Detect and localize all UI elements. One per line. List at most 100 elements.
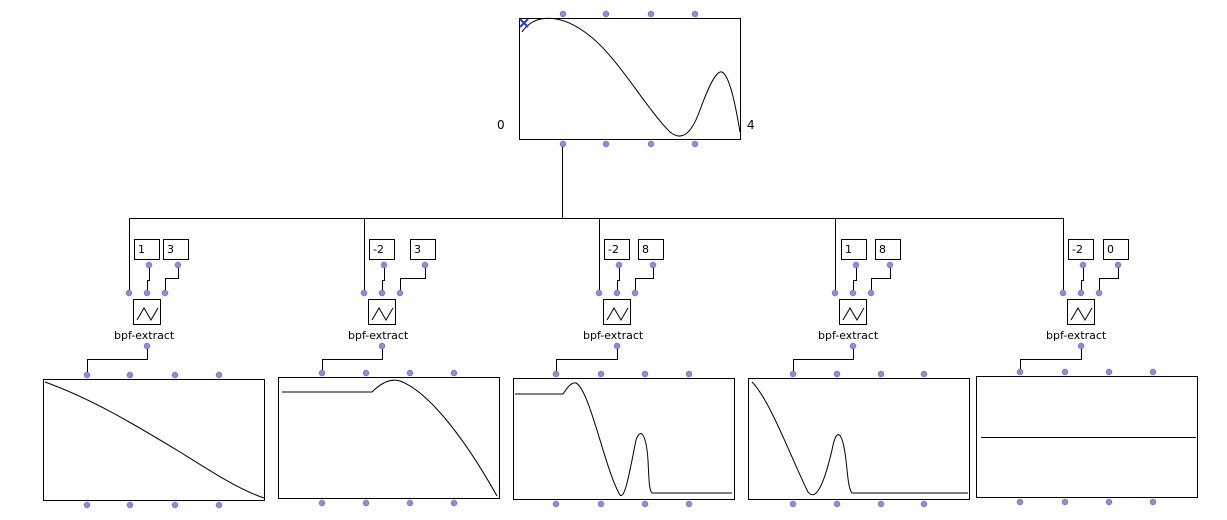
extract-4-start-outlet[interactable] bbox=[852, 261, 860, 269]
result-bpf-2-inlet-4[interactable] bbox=[450, 369, 458, 377]
extract-4-start-input[interactable]: 1 bbox=[841, 239, 867, 260]
extract-4-outlet[interactable] bbox=[849, 342, 857, 350]
bpf-wave-icon[interactable] bbox=[133, 299, 161, 325]
result-bpf-5-inlet-1[interactable] bbox=[1016, 368, 1024, 376]
result-bpf-4-inlet-1[interactable] bbox=[789, 370, 797, 378]
result-bpf-1[interactable] bbox=[43, 379, 265, 501]
result-bpf-1-inlet-1[interactable] bbox=[83, 371, 91, 379]
result-bpf-1-outlet-4[interactable] bbox=[215, 501, 223, 509]
result-bpf-1-outlet-1[interactable] bbox=[83, 501, 91, 509]
main-bpf-inlet-2[interactable] bbox=[602, 10, 610, 18]
extract-3-result-wire[interactable] bbox=[556, 346, 618, 374]
result-bpf-5[interactable] bbox=[976, 376, 1198, 498]
extract-2-start-wire[interactable] bbox=[382, 265, 385, 293]
extract-4-start-wire[interactable] bbox=[853, 265, 857, 293]
extract-1-result-wire[interactable] bbox=[87, 346, 148, 375]
result-bpf-4-outlet-3[interactable] bbox=[877, 500, 885, 508]
extract-2-start-outlet[interactable] bbox=[380, 261, 388, 269]
result-bpf-4-inlet-3[interactable] bbox=[877, 370, 885, 378]
result-bpf-2-inlet-2[interactable] bbox=[362, 369, 370, 377]
extract-1-inlet-1[interactable] bbox=[125, 289, 133, 297]
extract-1-end-wire[interactable] bbox=[165, 265, 179, 293]
extract-1-inlet-2[interactable] bbox=[143, 289, 151, 297]
extract-3-outlet[interactable] bbox=[613, 342, 621, 350]
result-bpf-2-inlet-1[interactable] bbox=[318, 369, 326, 377]
main-bpf-inlet-4[interactable] bbox=[691, 10, 699, 18]
result-bpf-4-outlet-1[interactable] bbox=[789, 500, 797, 508]
result-bpf-1-inlet-3[interactable] bbox=[171, 371, 179, 379]
extract-5-start-input[interactable]: -2 bbox=[1068, 239, 1094, 260]
bpf-wave-icon[interactable] bbox=[603, 299, 631, 325]
result-bpf-3-inlet-2[interactable] bbox=[597, 370, 605, 378]
result-bpf-4-inlet-4[interactable] bbox=[920, 370, 928, 378]
x-cross-icon[interactable] bbox=[519, 18, 529, 28]
result-bpf-5-inlet-4[interactable] bbox=[1149, 368, 1157, 376]
result-bpf-3-outlet-1[interactable] bbox=[552, 500, 560, 508]
result-bpf-3-outlet-3[interactable] bbox=[641, 500, 649, 508]
extract-2-end-wire[interactable] bbox=[400, 265, 426, 293]
extract-5-result-wire[interactable] bbox=[1020, 346, 1082, 372]
result-bpf-3-inlet-1[interactable] bbox=[552, 370, 560, 378]
extract-2-inlet-1[interactable] bbox=[360, 289, 368, 297]
extract-1-start-wire[interactable] bbox=[147, 265, 150, 293]
result-bpf-4[interactable] bbox=[748, 378, 970, 500]
main-bpf-inlet-1[interactable] bbox=[559, 10, 567, 18]
result-bpf-5-outlet-3[interactable] bbox=[1105, 498, 1113, 506]
extract-5-outlet[interactable] bbox=[1077, 342, 1085, 350]
extract-5-inlet-2[interactable] bbox=[1077, 289, 1085, 297]
extract-3-end-wire[interactable] bbox=[635, 265, 654, 293]
extract-1-outlet[interactable] bbox=[143, 342, 151, 350]
extract-5-end-input[interactable]: 0 bbox=[1103, 239, 1129, 260]
main-bpf-outlet-4[interactable] bbox=[691, 140, 699, 148]
extract-3-start-wire[interactable] bbox=[617, 265, 620, 293]
extract-2-end-outlet[interactable] bbox=[421, 261, 429, 269]
result-bpf-1-outlet-3[interactable] bbox=[171, 501, 179, 509]
extract-1-end-outlet[interactable] bbox=[174, 261, 182, 269]
extract-4-inlet-2[interactable] bbox=[849, 289, 857, 297]
result-bpf-2-outlet-2[interactable] bbox=[362, 499, 370, 507]
result-bpf-4-outlet-2[interactable] bbox=[833, 500, 841, 508]
result-bpf-5-inlet-2[interactable] bbox=[1061, 368, 1069, 376]
result-bpf-2-outlet-4[interactable] bbox=[450, 499, 458, 507]
extract-5-start-outlet[interactable] bbox=[1079, 261, 1087, 269]
extract-5-inlet-3[interactable] bbox=[1095, 289, 1103, 297]
result-bpf-4-inlet-2[interactable] bbox=[833, 370, 841, 378]
extract-2-start-input[interactable]: -2 bbox=[369, 239, 395, 260]
extract-4-end-input[interactable]: 8 bbox=[875, 239, 901, 260]
bpf-wave-icon[interactable] bbox=[839, 299, 867, 325]
extract-2-end-input[interactable]: 3 bbox=[410, 239, 436, 260]
extract-4-inlet-3[interactable] bbox=[867, 289, 875, 297]
main-bpf-inlet-3[interactable] bbox=[647, 10, 655, 18]
result-bpf-3-outlet-2[interactable] bbox=[597, 500, 605, 508]
extract-2-inlet-2[interactable] bbox=[378, 289, 386, 297]
extract-4-end-wire[interactable] bbox=[871, 265, 891, 293]
result-bpf-1-inlet-4[interactable] bbox=[215, 371, 223, 379]
extract-5-inlet-1[interactable] bbox=[1059, 289, 1067, 297]
main-bpf-editor[interactable] bbox=[519, 17, 741, 140]
extract-3-end-outlet[interactable] bbox=[649, 261, 657, 269]
extract-3-end-input[interactable]: 8 bbox=[638, 239, 664, 260]
extract-5-end-wire[interactable] bbox=[1099, 265, 1119, 293]
extract-2-result-wire[interactable] bbox=[322, 346, 383, 373]
result-bpf-1-outlet-2[interactable] bbox=[126, 501, 134, 509]
result-bpf-2-inlet-3[interactable] bbox=[406, 369, 414, 377]
extract-1-end-input[interactable]: 3 bbox=[163, 239, 189, 260]
result-bpf-2[interactable] bbox=[278, 377, 500, 499]
result-bpf-3-inlet-3[interactable] bbox=[641, 370, 649, 378]
result-bpf-5-outlet-2[interactable] bbox=[1061, 498, 1069, 506]
extract-2-outlet[interactable] bbox=[378, 342, 386, 350]
extract-1-inlet-3[interactable] bbox=[161, 289, 169, 297]
extract-3-inlet-3[interactable] bbox=[631, 289, 639, 297]
extract-4-result-wire[interactable] bbox=[793, 346, 854, 374]
extract-1-start-outlet[interactable] bbox=[145, 261, 153, 269]
bpf-wave-icon[interactable] bbox=[368, 299, 396, 325]
main-bpf-outlet-2[interactable] bbox=[602, 140, 610, 148]
result-bpf-3-outlet-4[interactable] bbox=[685, 500, 693, 508]
result-bpf-2-outlet-3[interactable] bbox=[406, 499, 414, 507]
result-bpf-5-outlet-4[interactable] bbox=[1149, 498, 1157, 506]
result-bpf-4-outlet-4[interactable] bbox=[920, 500, 928, 508]
main-bpf-outlet-1[interactable] bbox=[559, 140, 567, 148]
extract-5-end-outlet[interactable] bbox=[1114, 261, 1122, 269]
result-bpf-3[interactable] bbox=[513, 378, 735, 500]
extract-3-inlet-1[interactable] bbox=[595, 289, 603, 297]
